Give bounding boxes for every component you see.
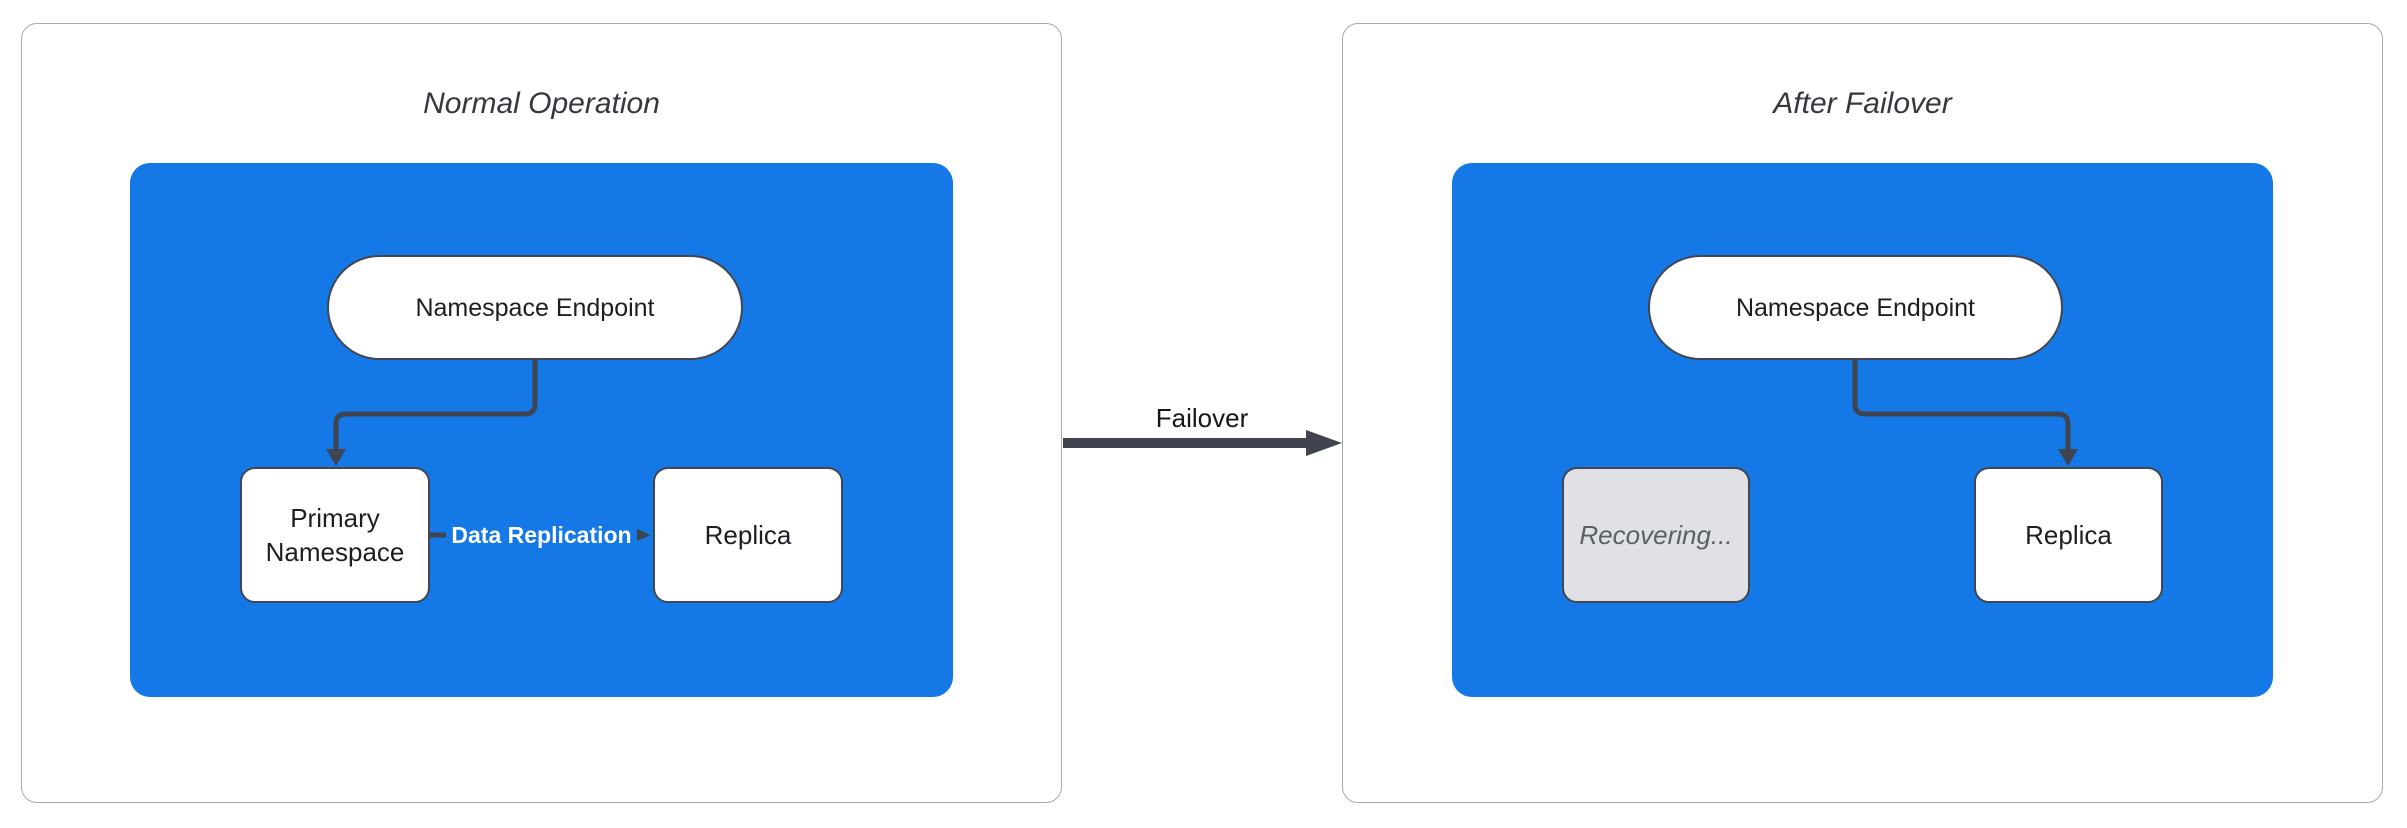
replica-label-left: Replica (704, 520, 792, 550)
recovering-label: Recovering... (1579, 520, 1733, 550)
after-failover-cluster (1452, 163, 2273, 697)
namespace-endpoint-label-right: Namespace Endpoint (1735, 293, 1976, 322)
normal-operation-cluster (130, 163, 953, 697)
namespace-endpoint-node-left: Namespace Endpoint (327, 255, 743, 360)
namespace-endpoint-node-right: Namespace Endpoint (1648, 255, 2063, 360)
after-failover-title: After Failover (1773, 87, 1952, 120)
data-replication-edge-label: Data Replication (430, 519, 653, 551)
replica-node-right: Replica (1974, 467, 2163, 603)
primary-namespace-label: Primary Namespace (265, 503, 405, 567)
replica-label-right: Replica (2025, 520, 2112, 550)
normal-operation-title: Normal Operation (423, 87, 660, 120)
recovering-node: Recovering... (1562, 467, 1750, 603)
primary-namespace-node: Primary Namespace (240, 467, 430, 603)
namespace-endpoint-label-left: Namespace Endpoint (415, 293, 655, 322)
replica-node-left: Replica (653, 467, 843, 603)
failover-edge-label: Failover (1155, 403, 1249, 433)
data-replication-edge-label-text: Data Replication (446, 520, 637, 550)
